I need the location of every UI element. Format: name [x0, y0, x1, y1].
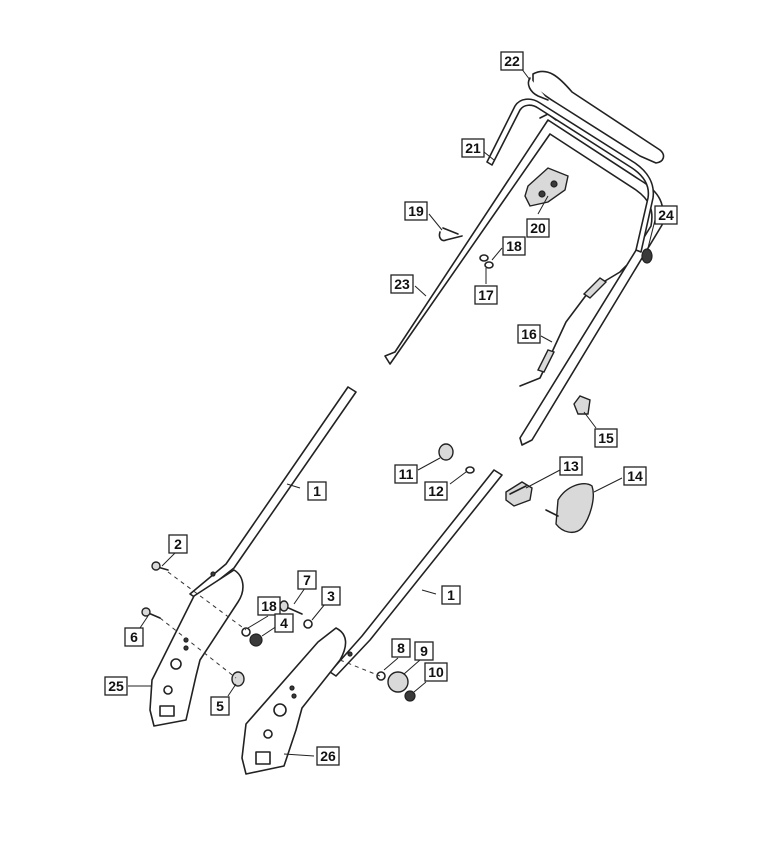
- callout-21: 21: [461, 138, 485, 158]
- callout-14-label: 14: [627, 468, 643, 484]
- callout-2: 2: [168, 534, 188, 554]
- callout-19-label: 19: [408, 203, 424, 219]
- callout-1-right-label: 1: [447, 587, 455, 603]
- callout-8-label: 8: [397, 640, 405, 656]
- callout-8: 8: [391, 638, 411, 658]
- callout-18-upper: 18: [502, 236, 526, 256]
- callout-18-lower: 18: [257, 596, 281, 616]
- callout-4-label: 4: [280, 615, 288, 631]
- callout-25-label: 25: [108, 678, 124, 694]
- part-8-9-10-fasteners: [376, 671, 416, 702]
- part-25-left-bracket: [149, 569, 244, 727]
- callout-5-label: 5: [216, 698, 224, 714]
- callout-20-label: 20: [530, 220, 546, 236]
- callout-13-label: 13: [563, 458, 579, 474]
- callout-6: 6: [124, 627, 144, 647]
- part-11-12-upper-nuts: [438, 443, 475, 474]
- callout-25: 25: [104, 676, 128, 696]
- callout-23-label: 23: [394, 276, 410, 292]
- callout-18-lower-label: 18: [261, 598, 277, 614]
- callout-15-label: 15: [598, 430, 614, 446]
- part-19-pin: [438, 227, 463, 242]
- callout-18-upper-label: 18: [506, 238, 522, 254]
- part-20-cable-clip: [524, 167, 569, 207]
- part-22-grip-sleeve: [527, 70, 665, 164]
- callout-26-label: 26: [320, 748, 336, 764]
- callout-9-label: 9: [420, 643, 428, 659]
- callout-7: 7: [297, 570, 317, 590]
- alignment-lines: [159, 571, 381, 679]
- callout-1-right: 1: [441, 585, 461, 605]
- part-14-handle-knob: [545, 482, 594, 534]
- callout-13: 13: [559, 456, 583, 476]
- leader-lines: [128, 67, 657, 757]
- callout-12: 12: [424, 481, 448, 501]
- callout-1-left: 1: [307, 481, 327, 501]
- callout-22-label: 22: [504, 53, 520, 69]
- callout-23: 23: [390, 274, 414, 294]
- callout-11-label: 11: [399, 466, 414, 482]
- callout-1-left-label: 1: [313, 483, 321, 499]
- callout-19: 19: [404, 201, 428, 221]
- callout-2-label: 2: [174, 536, 182, 552]
- part-1-lower-tube-left: [189, 386, 357, 599]
- callout-20: 20: [526, 218, 550, 238]
- part-21-control-bail: [486, 98, 655, 264]
- callout-3-label: 3: [327, 588, 335, 604]
- upper-handle-frame: [384, 113, 664, 446]
- callout-24-label: 24: [658, 207, 674, 223]
- part-16-cable: [519, 265, 627, 387]
- callout-6-label: 6: [130, 629, 138, 645]
- callout-16: 16: [517, 324, 541, 344]
- callout-17: 17: [474, 285, 498, 305]
- part-2-6-bolts: [141, 561, 169, 619]
- part-26-right-bracket: [241, 627, 347, 775]
- callout-3: 3: [321, 586, 341, 606]
- part-1-lower-tube-right: [329, 469, 503, 677]
- callout-22: 22: [500, 51, 524, 71]
- callout-9: 9: [414, 641, 434, 661]
- callout-15: 15: [594, 428, 618, 448]
- callout-4: 4: [274, 613, 294, 633]
- callout-5: 5: [210, 696, 230, 716]
- callout-16-label: 16: [521, 326, 537, 342]
- callout-17-label: 17: [478, 287, 494, 303]
- callout-14: 14: [623, 466, 647, 486]
- callout-10: 10: [424, 662, 448, 682]
- callout-24: 24: [654, 205, 678, 225]
- callout-10-label: 10: [428, 664, 444, 680]
- part-15-clip: [573, 395, 591, 415]
- callout-11: 11: [394, 464, 418, 484]
- callout-7-label: 7: [303, 572, 311, 588]
- part-13-cable-guide: [505, 481, 533, 507]
- callout-26: 26: [316, 746, 340, 766]
- callout-21-label: 21: [465, 140, 481, 156]
- callout-12-label: 12: [428, 483, 444, 499]
- part-18-17-upper-fasteners: [479, 254, 494, 269]
- part-5-nut: [231, 671, 245, 687]
